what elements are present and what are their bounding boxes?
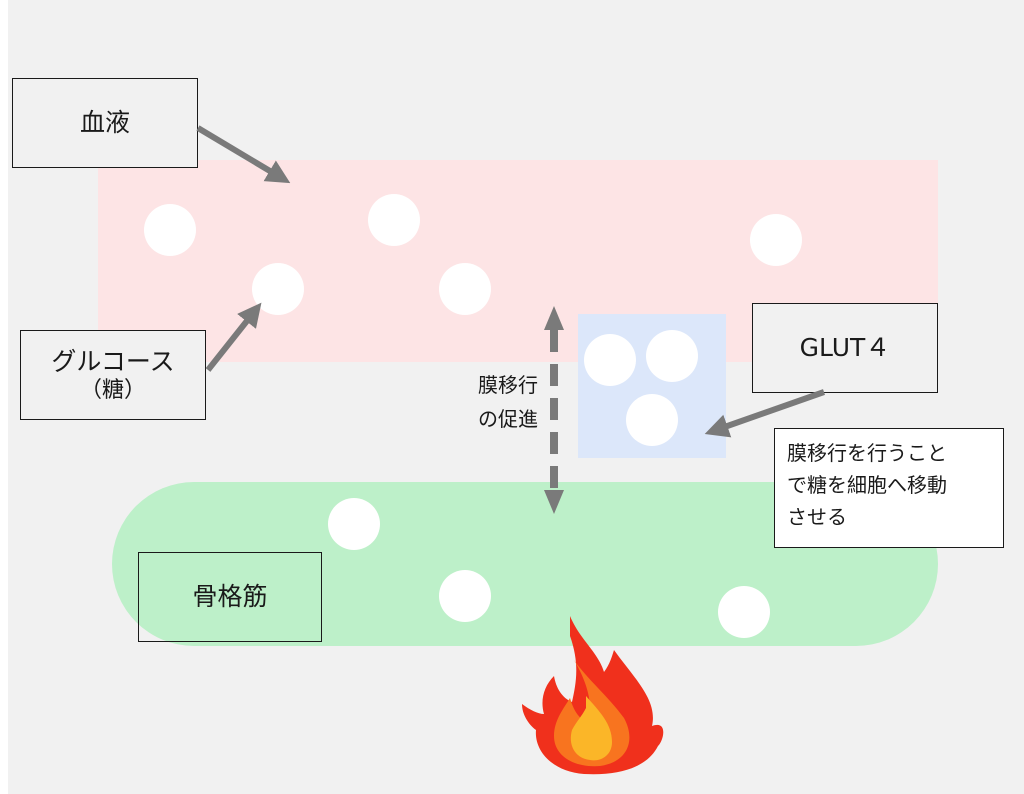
glucose-dot [646,330,698,382]
glut4-label: GLUT４ [799,333,891,363]
explanation-note: 膜移行を行うこと で糖を細胞へ移動 させる [774,428,1004,548]
membrane-arrow-up-head [544,306,564,330]
muscle-label-box: 骨格筋 [138,552,322,642]
glucose-dot [718,586,770,638]
glucose-dot [328,498,380,550]
flame-icon [522,616,664,775]
note-line: させる [787,505,847,529]
blood-label: 血液 [79,108,130,138]
glucose-dot [439,263,491,315]
glucose-dot [750,214,802,266]
muscle-label: 骨格筋 [192,582,268,612]
blood-label-box: 血液 [12,78,198,168]
arrows-layer [196,125,825,775]
blood-pointer-arrow [196,125,291,184]
glucose-label-box: グルコース （糖） [20,330,206,420]
glucose-dot [368,194,420,246]
glut4-label-box: GLUT４ [752,303,938,393]
glucose-dot [144,204,196,256]
glucose-label: グルコース [51,346,175,376]
membrane-promotion-line: の促進 [478,407,538,431]
note-line: で糖を細胞へ移動 [787,473,947,497]
note-line: 膜移行を行うこと [787,441,947,465]
glucose-pointer-arrow [205,302,262,372]
membrane-promotion-line: 膜移行 [478,373,538,397]
membrane-arrow-down-head [544,490,564,514]
glut4-pointer-arrow [704,389,825,438]
diagram-canvas: 血液 グルコース （糖） GLUT４ 骨格筋 膜移行 の促進 膜移行を行うこと … [8,0,1024,794]
glucose-sublabel: （糖） [79,377,146,403]
glucose-dot [439,570,491,622]
glucose-dot [584,334,636,386]
membrane-promotion-label: 膜移行 の促進 [458,368,558,436]
glucose-dot [626,394,678,446]
